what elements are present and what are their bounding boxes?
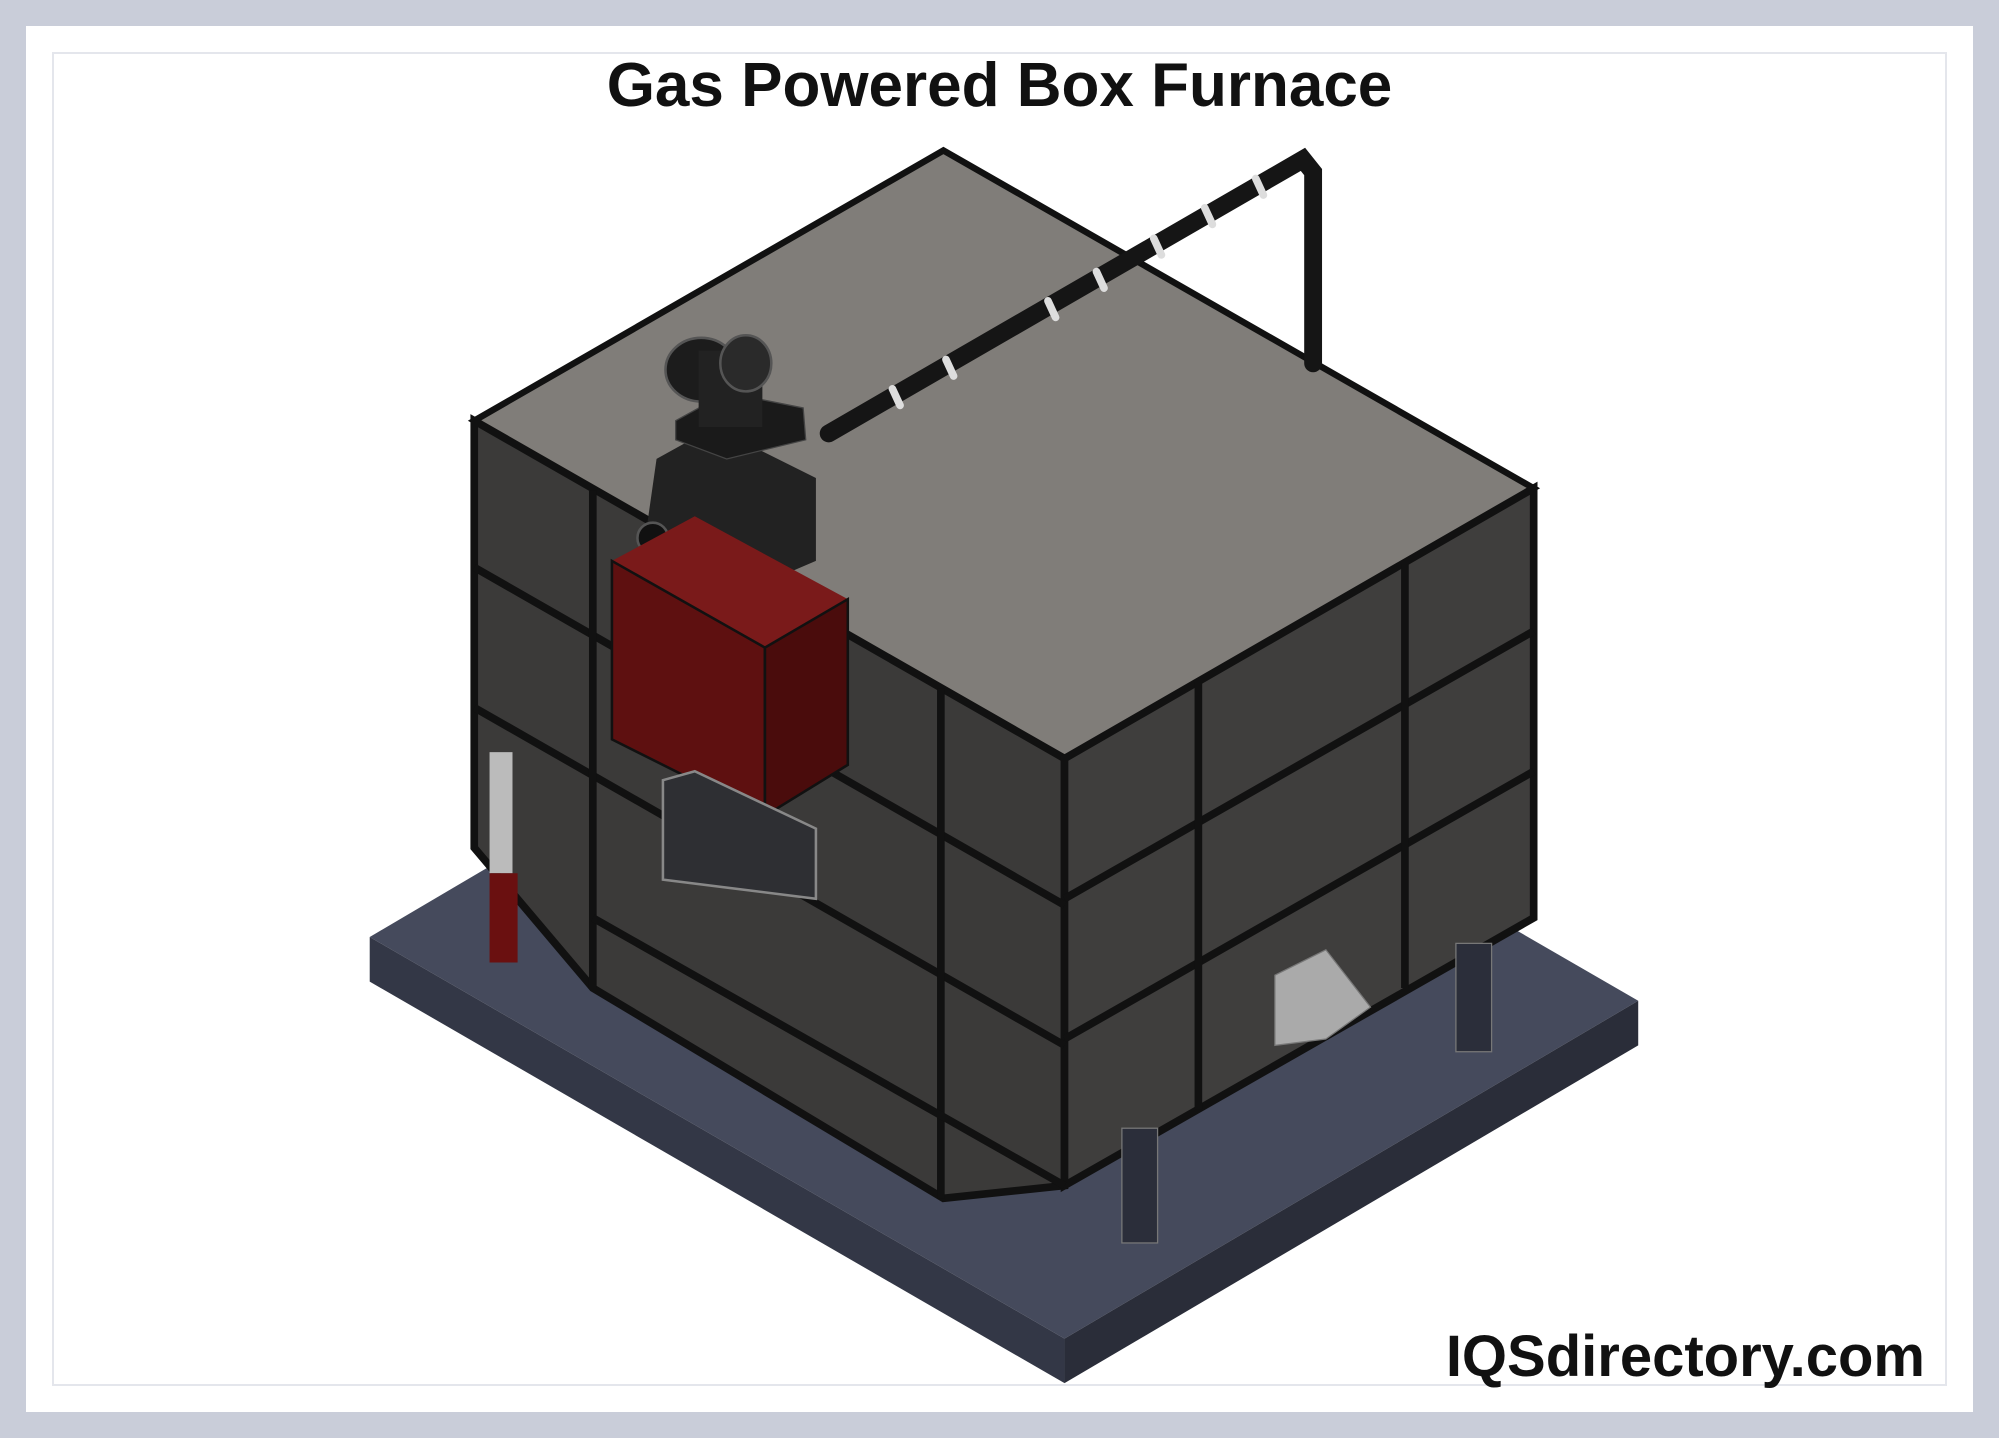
gas-pipe — [819, 147, 1323, 443]
watermark-logo: IQSdirectory.com — [1445, 1324, 1925, 1389]
right-face-frame — [1062, 563, 1536, 1110]
burner-housing — [610, 516, 850, 819]
leg-supports — [1121, 942, 1493, 1244]
inner-border — [52, 52, 1947, 1386]
lift-cylinder — [489, 752, 518, 963]
door-hinge — [661, 769, 818, 901]
page-title: Gas Powered Box Furnace — [606, 51, 1393, 120]
